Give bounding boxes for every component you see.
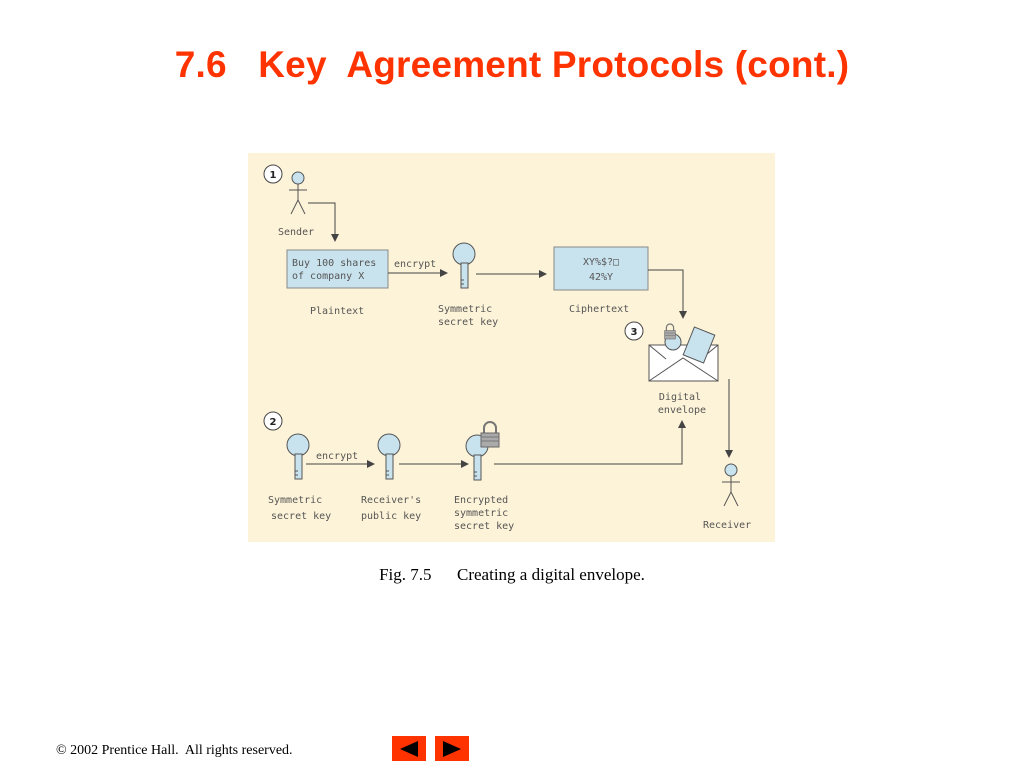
svg-text:3: 3 (631, 327, 638, 338)
previous-slide-button[interactable] (392, 736, 426, 761)
encrypted-key-line-1: Encrypted (454, 495, 508, 506)
encrypted-key-to-envelope-arrow (494, 420, 686, 465)
plaintext-label: Plaintext (310, 306, 364, 317)
step-2-badge: 2 (263, 411, 283, 431)
step-3-badge: 3 (624, 321, 644, 341)
symmetric-key-icon (452, 242, 476, 289)
symmetric-key-top-line-1: Symmetric (438, 304, 492, 315)
encrypted-key-line-2: symmetric (454, 508, 508, 519)
encrypted-key-lock-icon (480, 421, 500, 448)
ciphertext-line-2: 42%Y (589, 272, 613, 283)
encrypt-label-bottom: encrypt (316, 451, 358, 462)
ciphertext-box (553, 246, 649, 291)
receiver-label: Receiver (703, 520, 751, 531)
plaintext-box (286, 249, 389, 289)
receiver-public-key-icon (377, 433, 401, 480)
figure-caption-text: Creating a digital envelope. (457, 565, 645, 584)
next-slide-button[interactable] (435, 736, 469, 761)
sender-figure-icon (288, 171, 308, 215)
figure-number: Fig. 7.5 (379, 565, 432, 584)
receiver-public-key-line-1: Receiver's (361, 495, 421, 506)
plaintext-line-2: of company X (292, 271, 364, 282)
encrypt-label-top: encrypt (394, 259, 436, 270)
digital-envelope-diagram: 1 2 3 Sender Buy 100 shares of company X… (248, 153, 775, 542)
svg-text:1: 1 (270, 170, 277, 181)
envelope-lock-icon (663, 323, 677, 340)
previous-arrow-icon (400, 740, 418, 757)
digital-envelope-line-2: envelope (658, 405, 706, 416)
sender-label: Sender (278, 227, 314, 238)
encrypted-key-line-3: secret key (454, 521, 514, 532)
symmetric-key-bottom-line-2: secret key (271, 511, 331, 522)
sender-to-plaintext-arrow (308, 202, 339, 242)
symmetric-key-top-line-2: secret key (438, 317, 498, 328)
plaintext-line-1: Buy 100 shares (292, 258, 376, 269)
ciphertext-line-1: XY%$?□ (583, 257, 619, 268)
svg-text:2: 2 (270, 417, 277, 428)
receiver-figure-icon (721, 463, 741, 507)
symmetric-key-bottom-line-1: Symmetric (268, 495, 322, 506)
copyright-footer: © 2002 Prentice Hall. All rights reserve… (56, 743, 293, 758)
diagram-canvas: 1 2 3 Sender Buy 100 shares of company X… (263, 164, 751, 532)
figure-caption: Fig. 7.5 Creating a digital envelope. (0, 565, 1024, 585)
next-arrow-icon (443, 740, 461, 757)
step-1-badge: 1 (263, 164, 283, 184)
slide-title: 7.6 Key Agreement Protocols (cont.) (174, 44, 850, 85)
ciphertext-to-envelope-arrow (648, 269, 687, 319)
envelope-icon (648, 326, 719, 382)
digital-envelope-line-1: Digital (659, 392, 701, 403)
ciphertext-label: Ciphertext (569, 304, 629, 315)
receiver-public-key-line-2: public key (361, 511, 421, 522)
symmetric-key-bottom-icon (286, 433, 310, 480)
